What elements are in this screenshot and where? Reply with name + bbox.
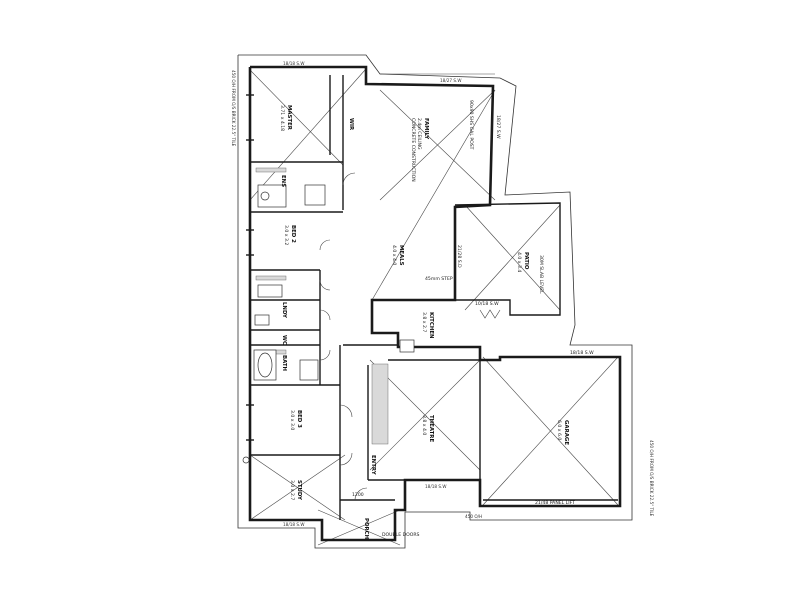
door-swings	[319, 172, 501, 501]
patio-slab	[454, 202, 561, 316]
room-kitchen-size: 3.8 x 2.7	[421, 312, 427, 332]
top-right-window-note: 18/27 S.W	[440, 78, 462, 83]
room-wir-label: WIR	[348, 118, 354, 131]
room-bed3-name: BED 3	[296, 410, 302, 428]
room-bath-label: BATH	[281, 355, 287, 372]
room-study-label: STUDY 3.0 x 2.7	[289, 480, 302, 500]
room-kitchen-label: KITCHEN 3.8 x 2.7	[421, 312, 434, 339]
meals-step-note: 45mm STEP	[425, 276, 453, 282]
left-edge-note: 450 O/H FROM O/S BRICK 22.5° TILE	[231, 70, 236, 147]
room-patio-name: PATIO	[523, 252, 529, 270]
room-porch-name: PORCH	[363, 518, 369, 540]
room-meals-size: 4.0 x 4.0	[391, 245, 397, 265]
room-porch-label: PORCH	[363, 518, 369, 540]
room-entry-name: ENTRY	[370, 455, 376, 475]
room-theatre-size: 3.8 x 4.0	[421, 415, 427, 435]
edge-annotation-left: 450 O/H FROM O/S BRICK 22.5° TILE	[231, 70, 236, 147]
family-post-note-group: 90x90 SHS GAL POST	[468, 100, 474, 150]
room-kitchen-name: KITCHEN	[428, 312, 434, 339]
room-bed3-size: 3.0 x 3.0	[289, 410, 295, 430]
garage-window-note: 18/18 S.W	[570, 350, 594, 356]
family-post-note: 90x90 SHS GAL POST	[468, 100, 474, 150]
room-study-name: STUDY	[296, 480, 302, 500]
room-garage-size: 6.0 x 6.0	[556, 420, 562, 440]
top-left-window-note: 18/18 S.W	[283, 61, 305, 66]
plumbing-fixtures	[253, 184, 415, 381]
room-bed3-label: BED 3 3.0 x 3.0	[289, 410, 302, 430]
room-master-size: 3.71 x 4.18	[279, 105, 285, 131]
room-study-size: 3.0 x 2.7	[289, 480, 295, 500]
family-window-note: 18/27 S.W	[495, 115, 501, 139]
room-family-note2: CONCRETE CONSTRUCTION	[410, 118, 416, 182]
room-ens-name: ENS	[280, 175, 286, 187]
external-walls	[248, 65, 622, 542]
room-theatre-name: THEATRE	[428, 415, 434, 442]
room-lndy-name: LNDY	[281, 302, 287, 318]
room-family-note1: 2.4m CEILING	[416, 118, 422, 150]
room-bath-name: BATH	[281, 355, 287, 372]
room-entry-label: ENTRY	[370, 455, 376, 475]
patio-note-group: 30M SLAB LEVEL	[538, 255, 544, 294]
room-bed2-name: BED 2	[290, 225, 296, 243]
room-bed2-size: 3.0 x 3.2	[283, 225, 289, 245]
room-family-label: FAMILY 2.4m CEILING CONCRETE CONSTRUCTIO…	[410, 118, 429, 182]
room-patio-label: PATIO 4.0 x 3.4	[516, 252, 529, 272]
room-meals-label: MEALS 4.0 x 4.0	[391, 245, 404, 266]
room-meals-name: MEALS	[398, 245, 404, 266]
kitchen-window-note: 10/18 S.W	[475, 301, 499, 307]
roof-eave-outline	[237, 54, 633, 549]
room-lndy-label: LNDY	[281, 302, 287, 318]
room-wir-name: WIR	[348, 118, 354, 131]
porch-window-note: 18/18 S.W	[283, 522, 305, 527]
room-family-name: FAMILY	[423, 118, 429, 139]
garage-overhang-note: 450 O/H	[465, 514, 482, 519]
room-master-label: MASTER 3.71 x 4.18	[279, 105, 292, 131]
room-garage-name: GARAGE	[563, 420, 569, 445]
roof-hip-lines	[249, 69, 619, 546]
room-patio-size: 4.0 x 3.4	[516, 252, 522, 272]
patio-slab-note: 30M SLAB LEVEL	[538, 255, 544, 294]
meals-door-note: 21/28 S.D	[456, 245, 462, 268]
room-wc-label: WC	[281, 335, 287, 345]
room-bed2-label: BED 2 3.0 x 3.2	[283, 225, 296, 245]
service-hatching	[255, 167, 389, 445]
room-theatre-label: THEATRE 3.8 x 4.0	[421, 415, 434, 442]
edge-annotation-right: 450 O/H FROM O/S BRICK 22.5° TILE	[649, 440, 654, 517]
window-markers	[242, 94, 254, 464]
bottom-window-note: 18/18 S.W	[425, 484, 447, 489]
room-master-name: MASTER	[286, 105, 292, 131]
double-doors-note: DOUBLE DOORS	[382, 532, 420, 538]
family-window-note-group: 18/27 S.W	[495, 115, 501, 139]
room-ens-label: ENS	[280, 175, 286, 187]
room-garage-label: GARAGE 6.0 x 6.0	[556, 420, 569, 445]
meals-door-note-group: 21/28 S.D	[456, 245, 462, 268]
room-wc-name: WC	[281, 335, 287, 345]
right-edge-note: 450 O/H FROM O/S BRICK 22.5° TILE	[649, 440, 654, 517]
hall-width-note: 1200	[352, 492, 364, 498]
internal-walls	[250, 75, 481, 520]
garage-door-note: 21/48 PANEL LIFT	[535, 500, 575, 506]
